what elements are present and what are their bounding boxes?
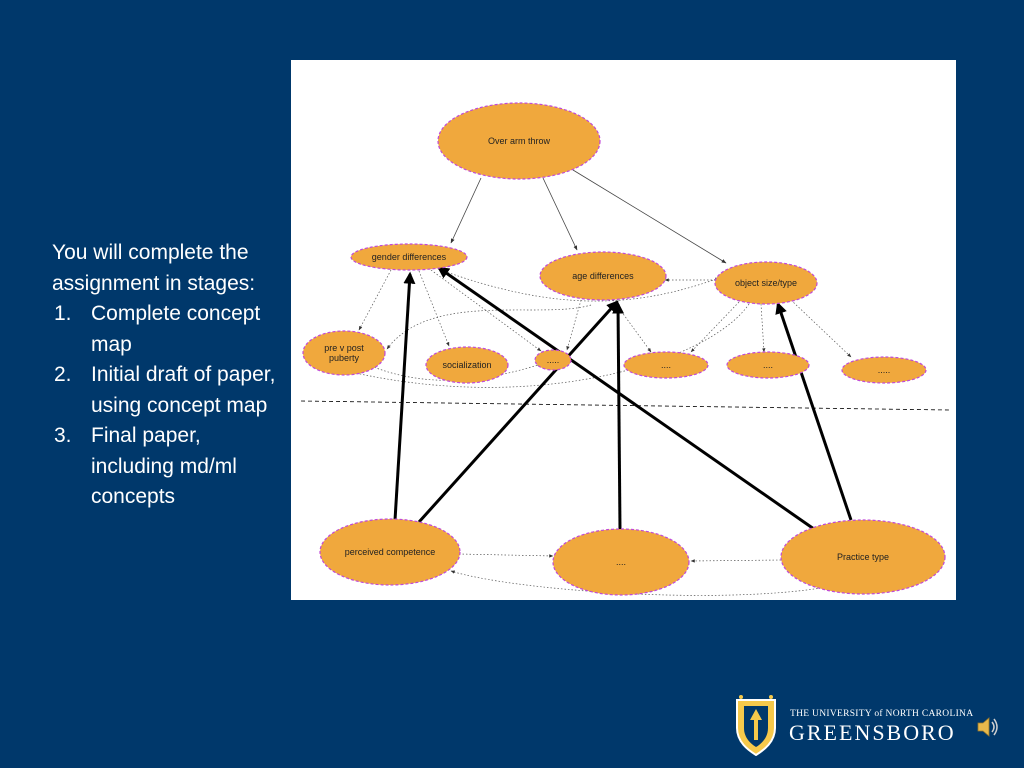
concept-map-diagram: Over arm throw gender differences age diff…	[300, 102, 950, 596]
concept-node-label: ....	[661, 360, 671, 370]
edge-age-to-blank-1	[566, 299, 582, 351]
list-item: 3.Final paper, including md/ml concepts	[54, 424, 237, 508]
edge-practice-to-gender	[437, 266, 825, 538]
edge-over-arm-to-age	[542, 177, 578, 251]
concept-node-blank-3: ....	[726, 351, 810, 379]
concept-node-label: ....	[616, 557, 626, 567]
list-item: 1.Complete concept map	[54, 302, 261, 356]
concept-node-practice-type: Practice type	[780, 519, 946, 595]
concept-map-image: Over arm throw gender differences age diff…	[291, 60, 956, 600]
edge-practice-to-blank-5	[690, 559, 782, 563]
university-name-line: THE UNIVERSITY of NORTH CAROLINA	[790, 709, 974, 719]
edge-puberty-to-blank-1	[370, 363, 542, 381]
edge-over-arm-to-gender	[450, 177, 482, 244]
edge-over-arm-to-object	[572, 169, 727, 264]
edge-competence-to-gender	[393, 271, 416, 521]
list-item: 2.Initial draft of paper, using concept …	[54, 363, 276, 417]
edge-age-to-puberty	[386, 304, 592, 350]
concept-node-label: Over arm throw	[488, 136, 551, 146]
concept-node-blank-4: .....	[841, 356, 927, 384]
edge-blank-5-to-age	[612, 301, 625, 531]
instructions-text: You will complete the assignment in stag…	[52, 238, 284, 513]
concept-node-label: socialization	[442, 360, 491, 370]
concept-node-label: .....	[878, 365, 891, 375]
edge-practice-to-object	[775, 301, 853, 521]
concept-node-label: perceived competence	[345, 547, 436, 557]
concept-node-socialization: socialization	[425, 346, 509, 384]
instructions-intro: You will complete the assignment in stag…	[52, 241, 256, 295]
edge-gender-to-socialization	[418, 270, 450, 347]
edge-object-to-blank-3	[760, 303, 766, 353]
concept-node-label: gender differences	[372, 252, 447, 262]
edge-gender-to-object	[440, 269, 720, 302]
concept-node-object-size-type: object size/type	[714, 261, 818, 305]
edge-object-to-puberty	[350, 303, 750, 388]
speaker-icon[interactable]	[976, 716, 1000, 738]
concept-node-label: object size/type	[735, 278, 797, 288]
edge-gender-to-puberty	[358, 269, 392, 331]
divider-line	[300, 400, 950, 411]
concept-node-gender-differences: gender differences	[350, 243, 468, 271]
edge-competence-to-age	[417, 300, 619, 524]
edge-object-to-blank-4	[790, 299, 852, 358]
concept-node-over-arm-throw: Over arm throw	[437, 102, 601, 180]
concept-node-blank-5: ....	[552, 528, 690, 596]
concept-node-label: pre v post	[324, 343, 364, 353]
concept-node-label: ....	[763, 360, 773, 370]
university-campus-name: GREENSBORO	[789, 720, 956, 745]
edge-object-to-blank-2	[690, 301, 740, 353]
edge-competence-to-blank-5	[458, 553, 554, 558]
concept-node-blank-1: .....	[534, 349, 572, 371]
concept-node-label: Practice type	[837, 552, 889, 562]
concept-node-perceived-competence: perceived competence	[319, 518, 461, 586]
concept-node-blank-2: ....	[623, 351, 709, 379]
concept-node-label: age differences	[572, 271, 634, 281]
shield-icon	[736, 695, 776, 756]
concept-node-label: .....	[547, 355, 560, 365]
steps-list: 1.Complete concept map 2.Initial draft o…	[52, 299, 284, 513]
university-logo: THE UNIVERSITY of NORTH CAROLINA GREENSB…	[734, 694, 1014, 758]
concept-node-label: puberty	[329, 353, 360, 363]
concept-node-age-differences: age differences	[539, 251, 667, 301]
